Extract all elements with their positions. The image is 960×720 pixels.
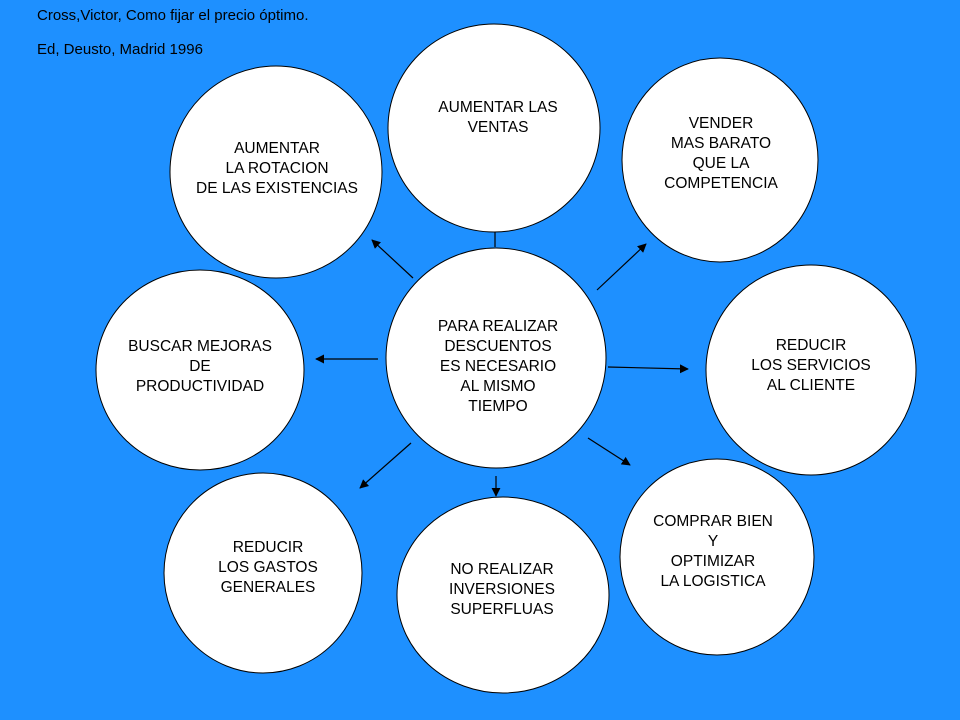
node-label-line: SUPERFLUAS <box>450 601 553 618</box>
node-label-line: DE LAS EXISTENCIAS <box>196 180 358 197</box>
citation-publisher: Ed, Deusto, Madrid 1996 <box>37 41 203 58</box>
node-label-line: PARA REALIZAR <box>438 318 558 335</box>
node-buscar-mejoras: BUSCAR MEJORAS DE PRODUCTIVIDAD <box>95 269 305 471</box>
node-label-line: REDUCIR <box>233 539 304 556</box>
node-label-line: Y <box>708 533 718 550</box>
node-circle <box>385 247 607 469</box>
node-label-line: VENDER <box>689 115 754 132</box>
arrow-to-reducir-servicios <box>607 364 689 374</box>
node-label-line: NO REALIZAR <box>450 561 553 578</box>
node-label-line: AL CLIENTE <box>767 377 855 394</box>
central-node-center: PARA REALIZAR DESCUENTOS ES NECESARIO AL MI… <box>385 247 607 469</box>
node-label-line: LA LOGISTICA <box>660 573 766 590</box>
citation-author-title: Cross,Victor, Como fijar el precio óptim… <box>37 7 309 24</box>
node-label-line: PRODUCTIVIDAD <box>136 378 264 395</box>
node-vender-barato: VENDER MAS BARATO QUE LA COMPETENCIA <box>621 57 819 263</box>
node-label-line: AUMENTAR LAS <box>438 99 557 116</box>
node-label-line: LOS SERVICIOS <box>751 357 870 374</box>
node-label-line: COMPETENCIA <box>664 175 778 192</box>
node-circle <box>619 458 815 656</box>
arrow-to-reducir-gastos <box>359 442 412 489</box>
node-label-line: GENERALES <box>221 579 316 596</box>
node-no-realizar-inversiones: NO REALIZAR INVERSIONES SUPERFLUAS <box>396 496 610 694</box>
node-comprar-bien: COMPRAR BIEN Y OPTIMIZAR LA LOGISTICA <box>619 458 815 656</box>
node-reducir-servicios: REDUCIR LOS SERVICIOS AL CLIENTE <box>705 264 917 476</box>
node-label-line: COMPRAR BIEN <box>653 513 773 530</box>
node-circle <box>387 23 601 233</box>
arrows-layer <box>315 223 689 497</box>
node-label-line: DE <box>189 358 211 375</box>
node-label-line: LOS GASTOS <box>218 559 318 576</box>
node-circle <box>621 57 819 263</box>
arrow-to-comprar-bien <box>587 437 631 466</box>
node-label-line: LA ROTACION <box>225 160 328 177</box>
node-label-line: AL MISMO <box>460 378 535 395</box>
node-circle <box>169 65 383 279</box>
node-circle <box>163 472 363 674</box>
node-label-line: INVERSIONES <box>449 581 555 598</box>
node-circle <box>95 269 305 471</box>
node-aumentar-rotacion: AUMENTAR LA ROTACION DE LAS EXISTENCIAS <box>169 65 383 279</box>
node-label-line: TIEMPO <box>468 398 527 415</box>
node-reducir-gastos: REDUCIR LOS GASTOS GENERALES <box>163 472 363 674</box>
node-label-line: BUSCAR MEJORAS <box>128 338 272 355</box>
node-label-line: OPTIMIZAR <box>671 553 755 570</box>
node-label-line: MAS BARATO <box>671 135 771 152</box>
node-label-line: AUMENTAR <box>234 140 320 157</box>
node-aumentar-ventas: AUMENTAR LAS VENTAS <box>387 23 601 233</box>
node-circle <box>396 496 610 694</box>
node-label-line: ES NECESARIO <box>440 358 556 375</box>
node-label-line: DESCUENTOS <box>444 338 551 355</box>
arrow-to-aumentar-rotacion <box>371 239 414 279</box>
arrow-to-vender-barato <box>596 243 647 291</box>
node-label-line: REDUCIR <box>776 337 847 354</box>
nodes-layer: AUMENTAR LAS VENTAS VENDER MAS BARATO QUE LA… <box>95 23 917 694</box>
node-label-line: QUE LA <box>693 155 751 172</box>
node-circle <box>705 264 917 476</box>
node-label-line: VENTAS <box>468 119 529 136</box>
